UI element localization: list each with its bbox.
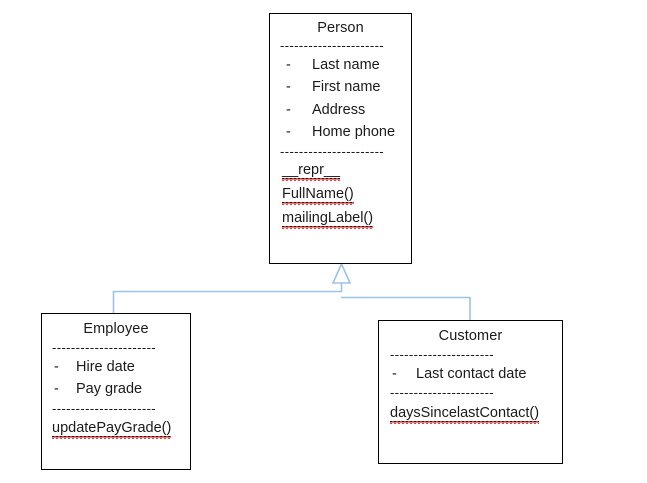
method-label: updatePayGrade() — [52, 420, 172, 438]
attribute-label: Address — [312, 101, 366, 118]
class-separator-methods-person: ---------------------- — [280, 145, 385, 158]
method-list-employee: updatePayGrade() — [52, 418, 180, 440]
class-box-person[interactable]: Person ---------------------- - Last name… — [269, 13, 412, 264]
attribute-visibility-marker: - — [286, 101, 291, 118]
method-row: FullName() — [282, 184, 354, 206]
attribute-visibility-marker: - — [286, 79, 291, 96]
method-list-person: __repr__ FullName() mailingLabel() — [280, 160, 401, 229]
class-name-person: Person — [317, 20, 364, 36]
method-label: __repr__ — [282, 162, 341, 180]
attribute-visibility-marker: - — [286, 124, 291, 141]
attribute-row: - Last name — [286, 54, 401, 76]
method-label: FullName() — [282, 185, 354, 203]
method-row: __repr__ — [282, 160, 341, 182]
attribute-row: - Last contact date — [392, 363, 551, 385]
method-label: mailingLabel() — [282, 209, 374, 227]
attribute-label: First name — [312, 79, 381, 96]
class-separator-attributes-customer: ---------------------- — [390, 348, 495, 361]
class-name-employee: Employee — [83, 321, 149, 337]
method-row-wrap: __repr__ — [282, 160, 401, 182]
attribute-row: - Address — [286, 99, 401, 121]
method-row: updatePayGrade() — [52, 418, 172, 440]
class-separator-attributes-person: ---------------------- — [280, 39, 385, 52]
attribute-list-customer: - Last contact date — [390, 363, 551, 385]
attribute-row: -Hire date — [54, 356, 180, 378]
attribute-label: Last name — [312, 56, 380, 73]
method-row-wrap: mailingLabel() — [282, 208, 401, 230]
method-label: daysSincelastContact() — [390, 404, 540, 422]
class-separator-methods-customer: ---------------------- — [390, 387, 495, 399]
attribute-label: Pay grade — [76, 381, 143, 398]
generalization-arrowhead — [331, 262, 352, 284]
class-separator-methods-employee: ---------------------- — [52, 402, 157, 415]
attribute-visibility-marker: - — [54, 358, 59, 375]
method-row-wrap: daysSincelastContact() — [390, 403, 551, 425]
class-separator-attributes-employee: ---------------------- — [52, 341, 157, 354]
attribute-label: Hire date — [76, 358, 135, 375]
attribute-list-person: - Last name - First name - Address - Home ph… — [280, 54, 401, 144]
attribute-row: - First name — [286, 76, 401, 98]
attribute-visibility-marker: - — [54, 381, 59, 398]
attribute-label: Home phone — [312, 124, 396, 141]
class-box-employee[interactable]: Employee ---------------------- -Hire da… — [41, 313, 191, 470]
attribute-visibility-marker: - — [286, 56, 291, 73]
method-list-customer: daysSincelastContact() — [390, 403, 551, 425]
attribute-row: - Home phone — [286, 121, 401, 143]
class-box-customer[interactable]: Customer ---------------------- - Last co… — [378, 320, 563, 464]
method-row-wrap: FullName() — [282, 184, 401, 206]
attribute-label: Last contact date — [416, 365, 527, 382]
method-row: mailingLabel() — [282, 208, 374, 230]
attribute-list-employee: -Hire date -Pay grade — [52, 356, 180, 401]
class-name-customer: Customer — [438, 328, 503, 344]
method-row: daysSincelastContact() — [390, 403, 540, 425]
attribute-visibility-marker: - — [392, 365, 397, 382]
method-row-wrap: updatePayGrade() — [52, 418, 180, 440]
attribute-row: -Pay grade — [54, 378, 180, 400]
